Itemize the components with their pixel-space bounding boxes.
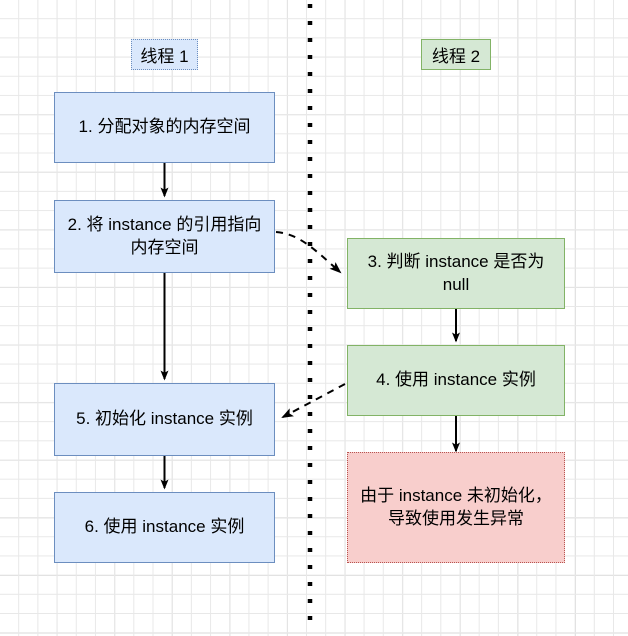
edge-step2-step3-dashed	[275, 231, 342, 274]
node-label: 2. 将 instance 的引用指向内存空间	[67, 214, 262, 257]
lane-label-text: 线程 2	[431, 47, 481, 66]
lane-label-thread-1: 线程 1	[131, 39, 198, 70]
node-step-5[interactable]: 5. 初始化 instance 实例	[54, 383, 275, 456]
node-step-4[interactable]: 4. 使用 instance 实例	[347, 345, 565, 416]
node-label: 5. 初始化 instance 实例	[76, 409, 253, 429]
node-step-6[interactable]: 6. 使用 instance 实例	[54, 492, 275, 563]
edge-step4-step5-dashed	[281, 383, 346, 418]
lane-label-text: 线程 1	[140, 47, 189, 66]
lane-label-thread-2: 线程 2	[421, 39, 491, 70]
node-label: 1. 分配对象的内存空间	[78, 117, 251, 137]
node-step-2[interactable]: 2. 将 instance 的引用指向内存空间	[54, 200, 275, 273]
node-step-1[interactable]: 1. 分配对象的内存空间	[54, 92, 275, 163]
node-exception[interactable]: 由于 instance 未初始化，导致使用发生异常	[347, 452, 565, 563]
node-label: 6. 使用 instance 实例	[84, 517, 245, 537]
node-label: 3. 判断 instance 是否为 null	[367, 251, 545, 294]
node-step-3[interactable]: 3. 判断 instance 是否为 null	[347, 238, 565, 309]
node-label: 4. 使用 instance 实例	[376, 370, 536, 390]
node-label: 由于 instance 未初始化，导致使用发生异常	[360, 485, 552, 528]
